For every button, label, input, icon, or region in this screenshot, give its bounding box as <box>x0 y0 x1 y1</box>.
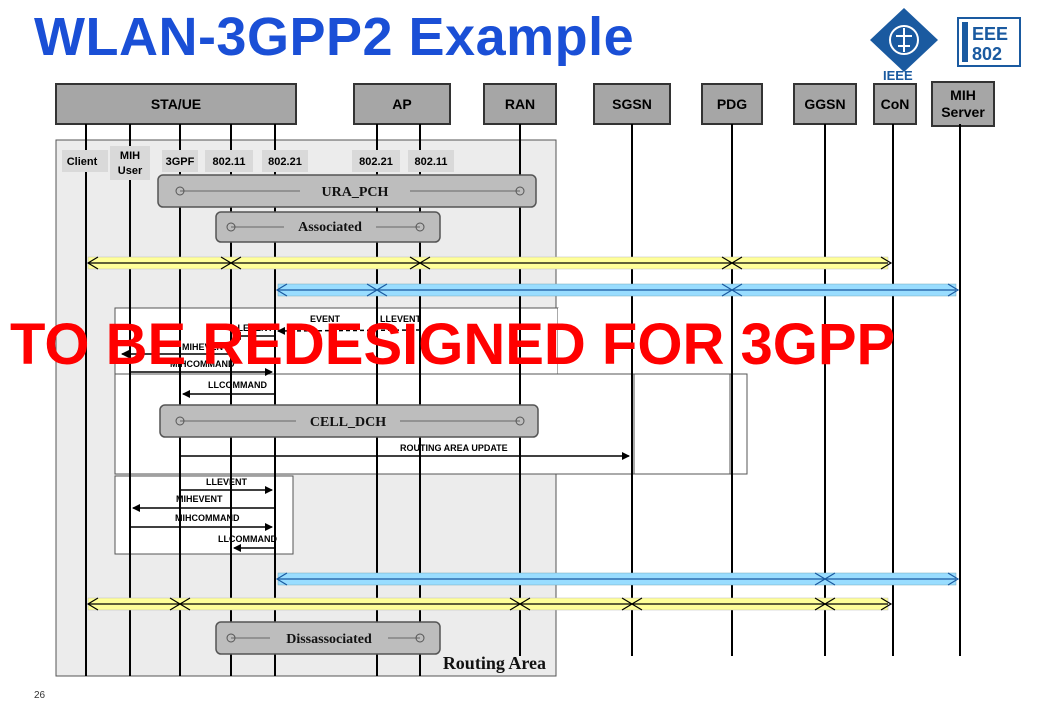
event-group-box-2 <box>114 475 294 555</box>
entity-label: STA/UE <box>151 96 201 112</box>
entity-label: CoN <box>881 96 910 112</box>
state-label: CELL_DCH <box>310 415 386 430</box>
ieee802-logo-line1: EEE <box>972 24 1008 44</box>
state-label: Associated <box>298 220 362 235</box>
yellow-data-path-top <box>86 256 893 270</box>
entity-label: SGSN <box>612 96 652 112</box>
state-ura-pch: URA_PCH <box>157 174 537 208</box>
ap-llevent-label: LLEVENT <box>380 314 422 324</box>
entity-ran: RAN <box>483 83 557 125</box>
client-label: Client <box>67 156 98 168</box>
sta-80211-label: 802.11 <box>212 156 245 168</box>
3gpf-label: 3GPF <box>166 156 195 168</box>
ap-event-label: EVENT <box>310 314 341 324</box>
entity-label: RAN <box>505 96 535 112</box>
mihevent-label: MIHEVENT <box>182 342 229 352</box>
mih-user-label-line1: MIH <box>120 150 140 162</box>
llevent-label: LLEVENT <box>232 323 274 333</box>
slide-title: WLAN-3GPP2 Example <box>34 7 635 67</box>
mih-user-label-line2: User <box>118 165 143 177</box>
mihevent-label: MIHEVENT <box>176 494 223 504</box>
mihcommand-label: MIHCOMMAND <box>170 359 235 369</box>
state-dissassociated: Dissassociated <box>215 621 441 655</box>
blue-data-path-bottom <box>275 572 960 586</box>
routing-area-update-message: ROUTING AREA UPDATE <box>180 443 630 460</box>
ap-80221-label: 802.21 <box>359 156 393 168</box>
entity-mih-server: MIH Server <box>931 81 995 127</box>
entity-label: PDG <box>717 96 747 112</box>
ieee-logo: IEEE <box>870 8 938 83</box>
routing-area-update-label: ROUTING AREA UPDATE <box>400 443 508 453</box>
entity-sta-ue: STA/UE <box>55 83 297 125</box>
blue-data-path-top <box>275 283 960 297</box>
state-cell-dch: CELL_DCH <box>159 404 539 438</box>
sub-entity-labels: Client MIH User 3GPF 802.11 802.21 802.2… <box>62 146 454 180</box>
entity-ggsn: GGSN <box>793 83 857 125</box>
redesign-overlay-text: TO BE REDESIGNED FOR 3GPP <box>10 312 895 377</box>
entity-label-line2: Server <box>941 104 985 120</box>
ieee802-logo-line2: 802 <box>972 44 1002 64</box>
entity-ap: AP <box>353 83 451 125</box>
ieee-logo-label: IEEE <box>883 68 913 83</box>
llevent-label: LLEVENT <box>206 477 248 487</box>
state-associated: Associated <box>215 211 441 243</box>
message-group-1: EVENT LLEVENT LLEVENT MIHEVENT MIHCOMMAN… <box>121 314 422 398</box>
message-group-2: LLEVENT MIHEVENT MIHCOMMAND LLCOMMAND <box>130 477 277 552</box>
page-number: 26 <box>34 690 46 701</box>
ap-80211-label: 802.11 <box>414 156 447 168</box>
entity-sgsn: SGSN <box>593 83 671 125</box>
routing-area-label: Routing Area <box>443 653 546 673</box>
llcommand-label: LLCOMMAND <box>218 534 277 544</box>
entity-label: GGSN <box>804 96 845 112</box>
yellow-data-path-bottom <box>86 597 893 611</box>
entity-label: AP <box>392 96 411 112</box>
state-label: URA_PCH <box>322 185 389 200</box>
ieee802-logo: EEE 802 <box>957 17 1021 67</box>
entity-con: CoN <box>873 83 917 125</box>
lifelines <box>85 124 961 676</box>
entity-label-line1: MIH <box>950 87 976 103</box>
mihcommand-label: MIHCOMMAND <box>175 513 240 523</box>
state-label: Dissassociated <box>286 632 372 647</box>
llcommand-label: LLCOMMAND <box>208 380 267 390</box>
entity-pdg: PDG <box>701 83 763 125</box>
sta-80221-label: 802.21 <box>268 156 302 168</box>
